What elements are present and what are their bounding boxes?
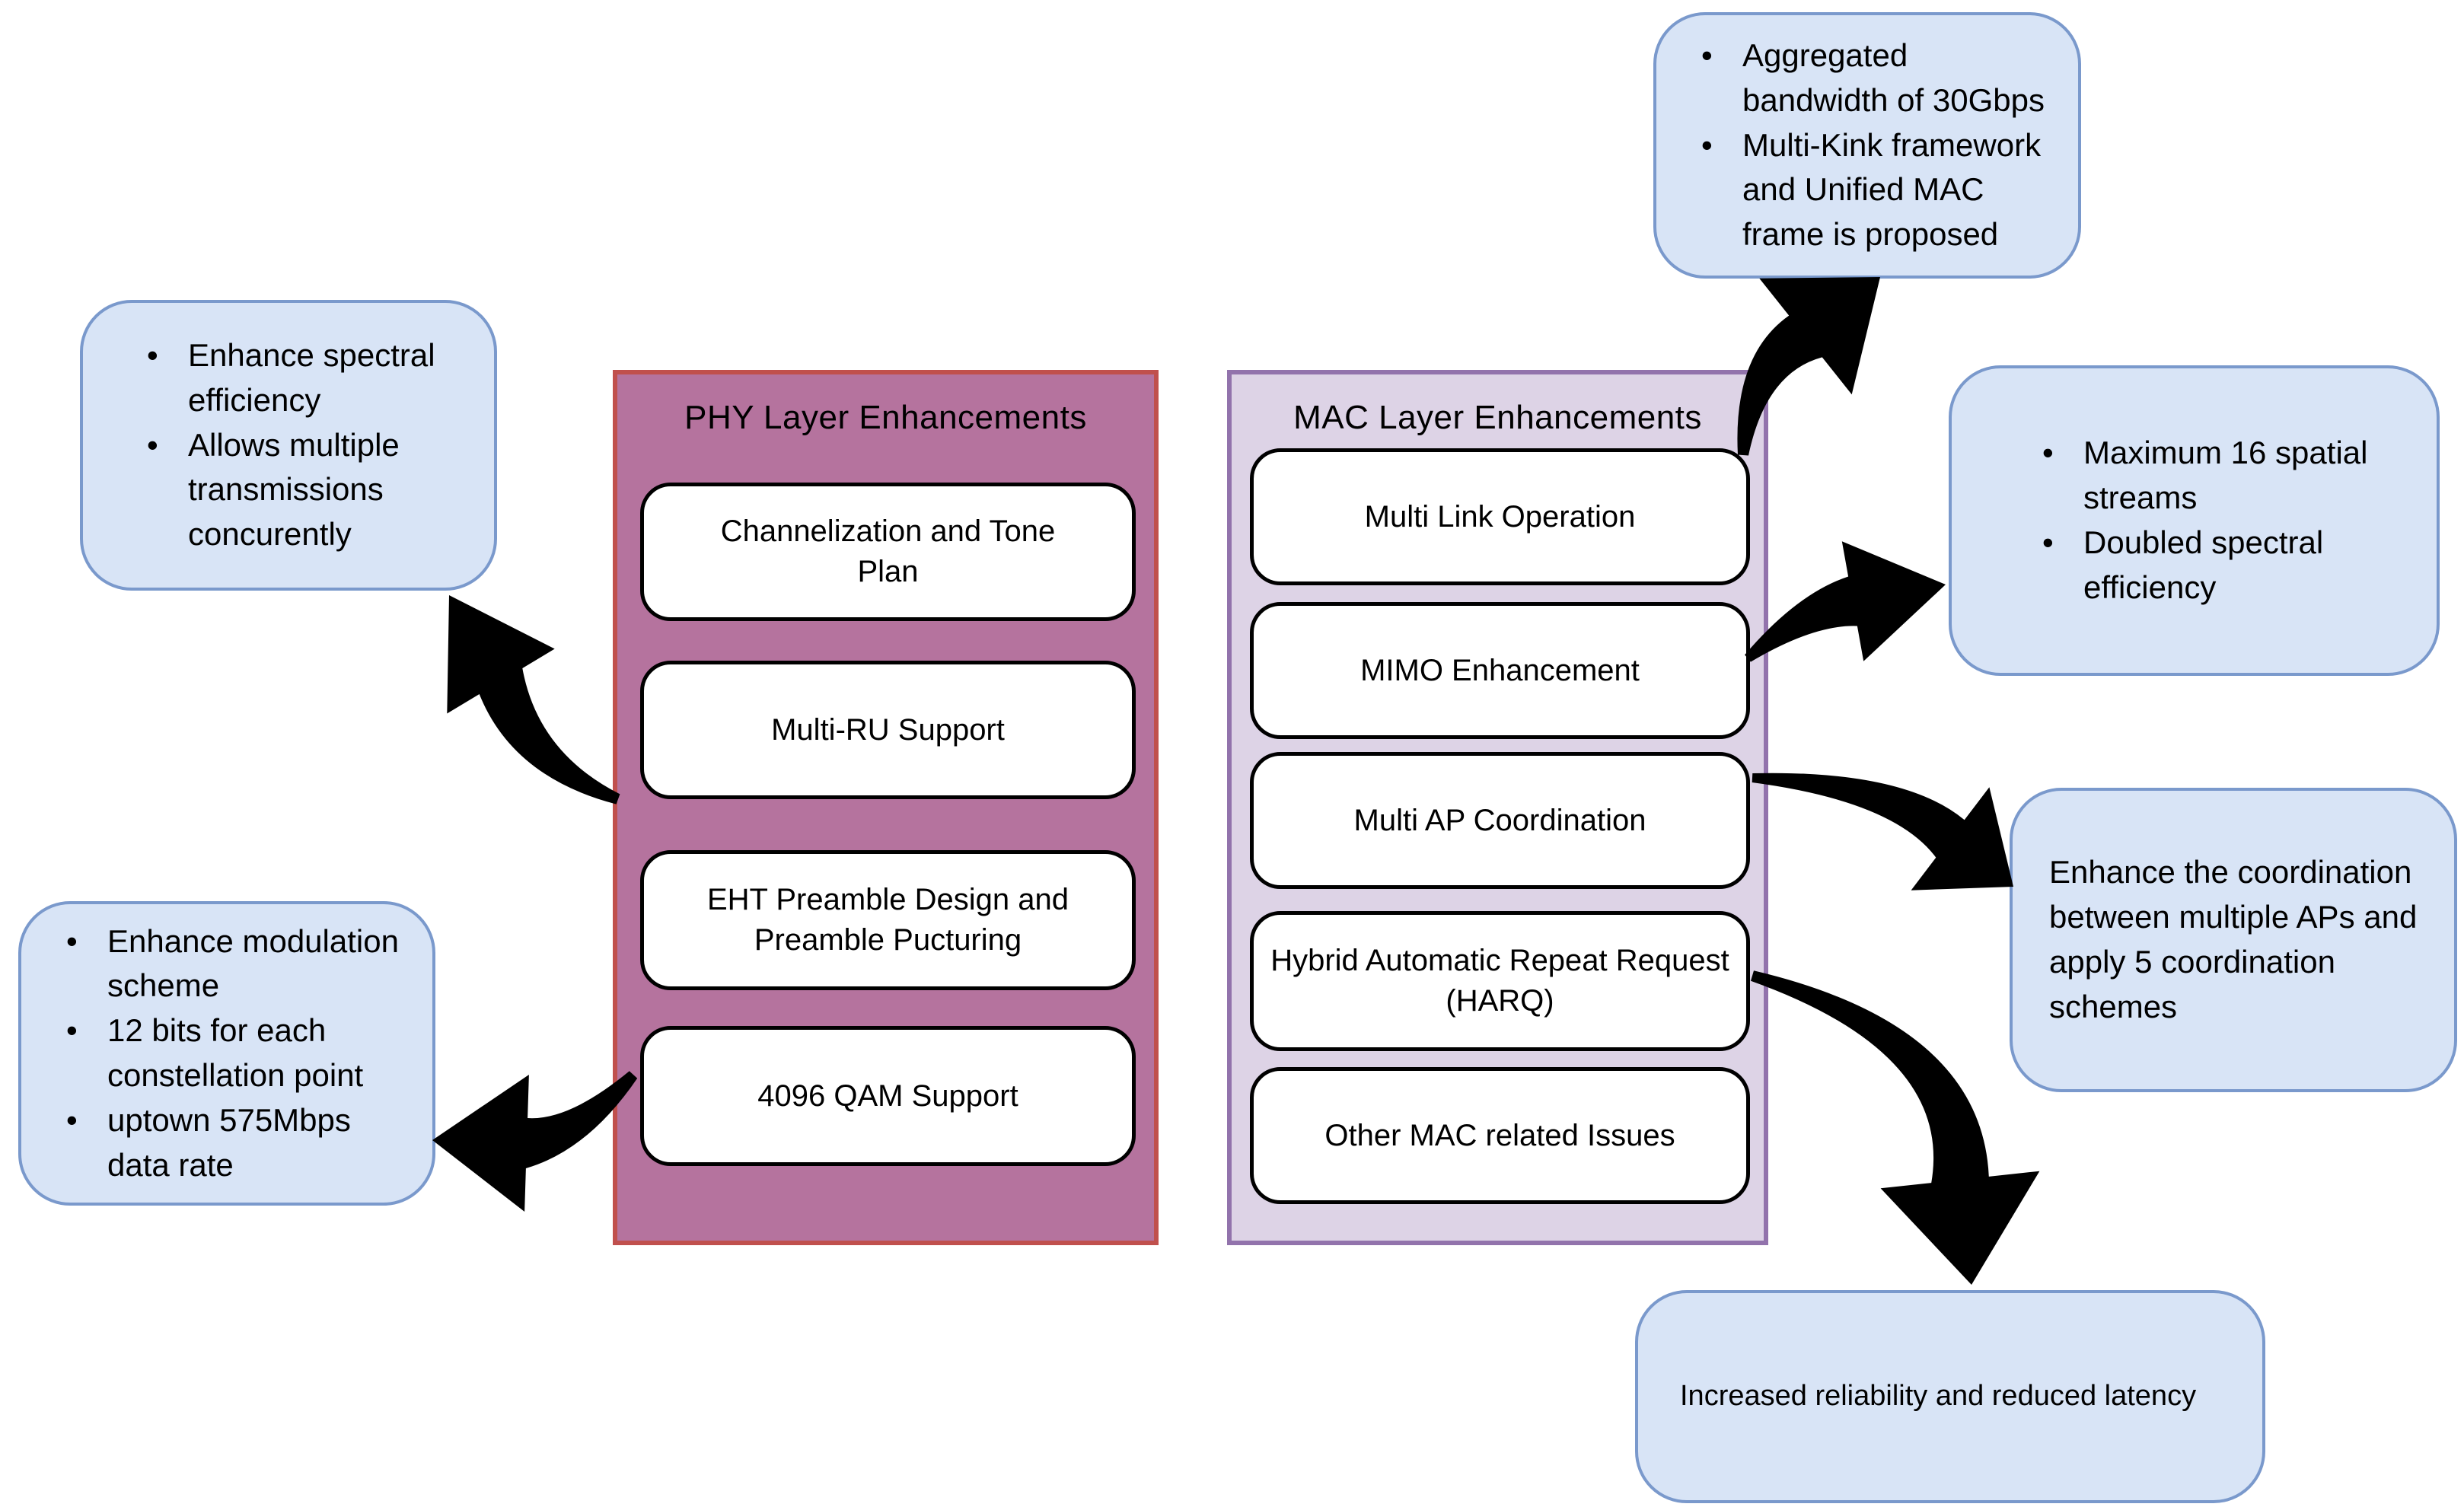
node-multi-link-operation: Multi Link Operation [1250, 448, 1750, 585]
bullet-item: Enhance spectral efficiency [144, 333, 448, 423]
bullet-list: Maximum 16 spatial streams Doubled spect… [2039, 431, 2389, 610]
callout-spectral-efficiency: Enhance spectral efficiency Allows multi… [80, 300, 497, 591]
node-label: Channelization and Tone Plan [720, 515, 1056, 588]
node-multi-ap-coordination: Multi AP Coordination [1250, 752, 1750, 889]
phy-layer-panel: PHY Layer Enhancements Channelization an… [613, 370, 1159, 1245]
bullet-list: Enhance spectral efficiency Allows multi… [144, 333, 448, 557]
bullet-item: Maximum 16 spatial streams [2039, 431, 2389, 521]
node-label: Multi AP Coordination [1353, 803, 1646, 837]
node-other-mac-related-issues: Other MAC related Issues [1250, 1067, 1750, 1204]
node-channelization-and-tone-plan: Channelization and Tone Plan [640, 483, 1136, 621]
bullet-list: Enhance modulation scheme 12 bits for ea… [63, 919, 421, 1188]
node-label: Other MAC related Issues [1324, 1118, 1675, 1152]
bullet-item: Multi-Kink framework and Unified MAC fra… [1698, 123, 2047, 257]
callout-text: Enhance the coordination between multipl… [2049, 854, 2418, 1024]
node-label: MIMO Enhancement [1360, 653, 1640, 687]
callout-ap-coordination: Enhance the coordination between multipl… [2010, 788, 2457, 1092]
callout-modulation-scheme: Enhance modulation scheme 12 bits for ea… [18, 901, 435, 1206]
callout-reliability-latency: Increased reliability and reduced latenc… [1635, 1290, 2265, 1503]
phy-panel-title: PHY Layer Enhancements [684, 399, 1087, 436]
arrow-mimo-to-spatial [1745, 541, 1946, 662]
arrow-qam-to-modulation [432, 1071, 638, 1212]
node-harq: Hybrid Automatic Repeat Request (HARQ) [1250, 911, 1750, 1051]
arrow-multiap-to-coordination [1752, 773, 2013, 890]
bullet-list: Aggregated bandwidth of 30Gbps Multi-Kin… [1698, 33, 2047, 257]
callout-text: Increased reliability and reduced latenc… [1680, 1380, 2197, 1413]
mac-layer-panel: MAC Layer Enhancements Multi Link Operat… [1227, 370, 1768, 1245]
mac-panel-title: MAC Layer Enhancements [1293, 399, 1702, 436]
node-label: Multi-RU Support [771, 712, 1005, 747]
bullet-item: Allows multiple transmissions concurentl… [144, 423, 448, 557]
node-label: EHT Preamble Design and Preamble Pucturi… [706, 883, 1069, 957]
callout-aggregated-bandwidth: Aggregated bandwidth of 30Gbps Multi-Kin… [1653, 12, 2081, 279]
bullet-item: Enhance modulation scheme [63, 919, 421, 1009]
node-mimo-enhancement: MIMO Enhancement [1250, 602, 1750, 739]
node-4096-qam-support: 4096 QAM Support [640, 1026, 1136, 1166]
node-label: Hybrid Automatic Repeat Request (HARQ) [1270, 944, 1729, 1018]
node-eht-preamble-design: EHT Preamble Design and Preamble Pucturi… [640, 850, 1136, 990]
bullet-item: Doubled spectral efficiency [2039, 521, 2389, 610]
arrow-harq-to-reliability [1751, 970, 2040, 1285]
bullet-item: Aggregated bandwidth of 30Gbps [1698, 33, 2047, 123]
node-multi-ru-support: Multi-RU Support [640, 661, 1136, 799]
node-label: Multi Link Operation [1364, 499, 1636, 534]
node-label: 4096 QAM Support [757, 1078, 1018, 1113]
bullet-item: uptown 575Mbps data rate [63, 1098, 421, 1188]
callout-spatial-streams: Maximum 16 spatial streams Doubled spect… [1949, 365, 2440, 676]
arrow-multiru-to-spectral [447, 595, 620, 804]
bullet-item: 12 bits for each constellation point [63, 1008, 421, 1098]
